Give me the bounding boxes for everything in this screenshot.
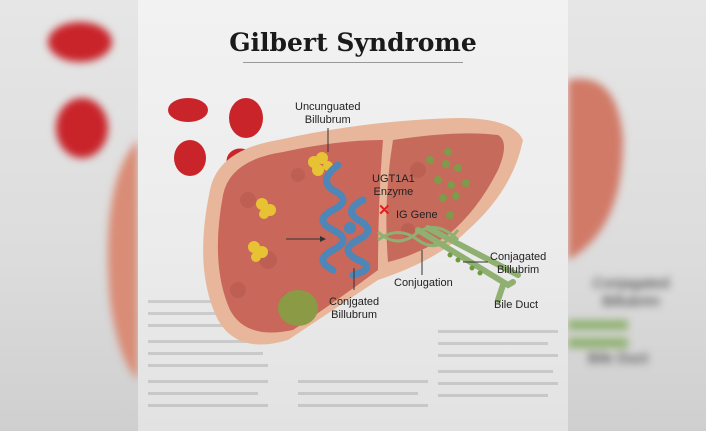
background-text [148,300,558,407]
label-gene: IG Gene [396,209,438,221]
liver-right-lobe [217,140,383,333]
blurred-bile-duct-label: Bile Duct [587,350,649,367]
liver-illustration [148,98,558,407]
bilirubin-clusters [248,152,333,262]
bile-duct [415,225,521,303]
blurred-background-left [0,0,138,431]
diagram-panel: Gilbert Syndrome [138,0,568,431]
x-mark-icon: ✕ [378,202,391,219]
label-bile-duct: Bile Duct [494,299,539,311]
conjugated-bilirubin-dots [426,148,470,219]
diagram-title: Gilbert Syndrome [229,28,477,57]
ugt1a1-enzyme-helix [319,161,372,279]
label-conjugation: Conjugation [394,277,453,289]
title-divider [243,62,463,63]
gallbladder [278,290,318,326]
leader-lines [286,128,488,290]
